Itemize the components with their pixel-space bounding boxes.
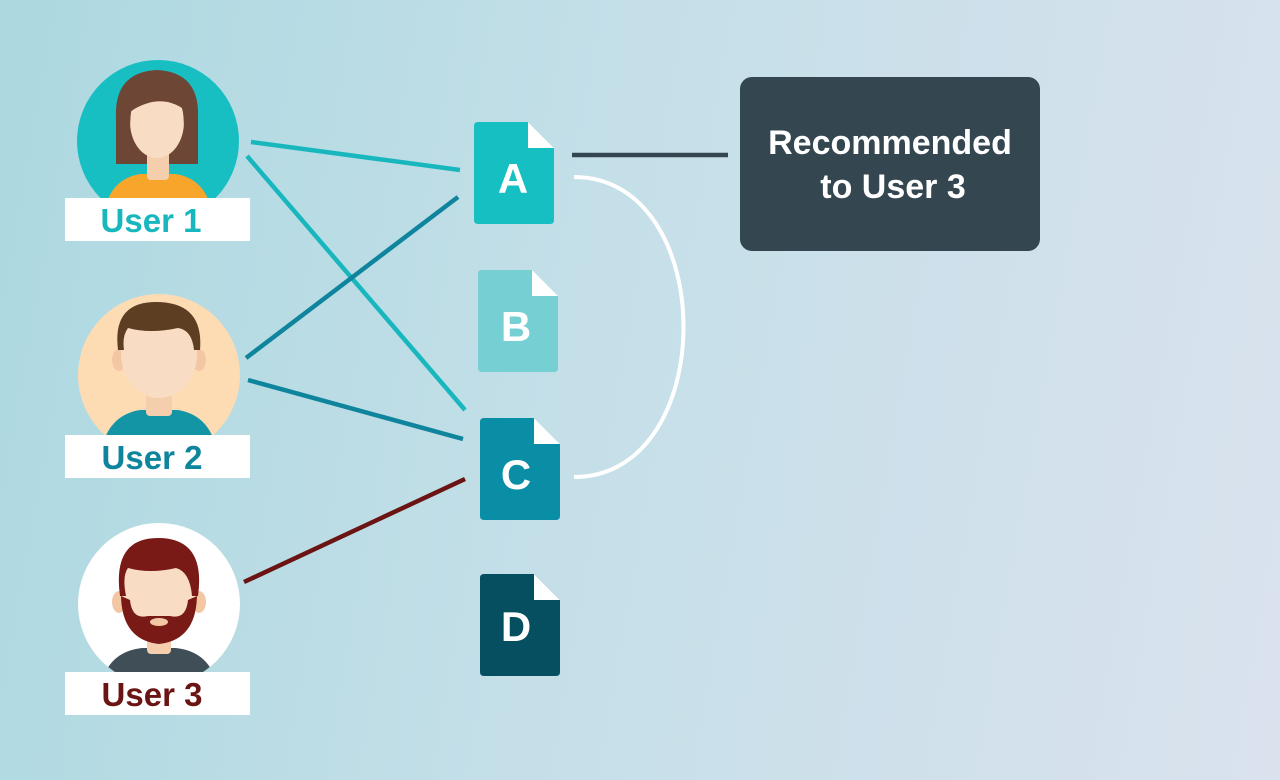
document-d: D — [480, 574, 560, 676]
user-2: User 2 — [65, 294, 250, 478]
file-corner-d — [534, 574, 560, 600]
link-user2-doc-c — [247, 377, 464, 442]
file-corner-c — [534, 418, 560, 444]
document-c: C — [480, 418, 560, 520]
file-corner-a — [528, 122, 554, 148]
user-3: User 3 — [65, 523, 250, 715]
similarity-arc — [573, 175, 686, 479]
user-1-label-box — [65, 198, 250, 241]
document-b-letter: B — [501, 303, 531, 350]
user-3-label: User 3 — [102, 676, 203, 713]
user-1-label: User 1 — [101, 202, 202, 239]
link-user1-doc-c — [245, 154, 467, 412]
document-c-letter: C — [501, 451, 531, 498]
document-a: A — [474, 122, 554, 224]
document-a-letter: A — [498, 155, 528, 202]
callout-line-2: to User 3 — [820, 168, 966, 206]
user-2-label: User 2 — [102, 439, 203, 476]
link-user3-doc-c — [243, 476, 466, 585]
file-corner-b — [532, 270, 558, 296]
link-user1-doc-a — [250, 139, 461, 173]
callout-line-1: Recommended — [768, 124, 1012, 162]
document-d-letter: D — [501, 603, 531, 650]
woman-avatar-icon — [103, 70, 213, 222]
recommendation-callout: Recommended to User 3 — [740, 77, 1040, 251]
callout-box — [740, 77, 1040, 251]
document-b: B — [478, 270, 558, 372]
link-user2-doc-a — [244, 195, 460, 360]
user-3-label-box — [65, 672, 250, 715]
user-2-label-box — [65, 435, 250, 478]
connection-lines — [243, 139, 728, 585]
user-1: User 1 — [65, 60, 250, 241]
